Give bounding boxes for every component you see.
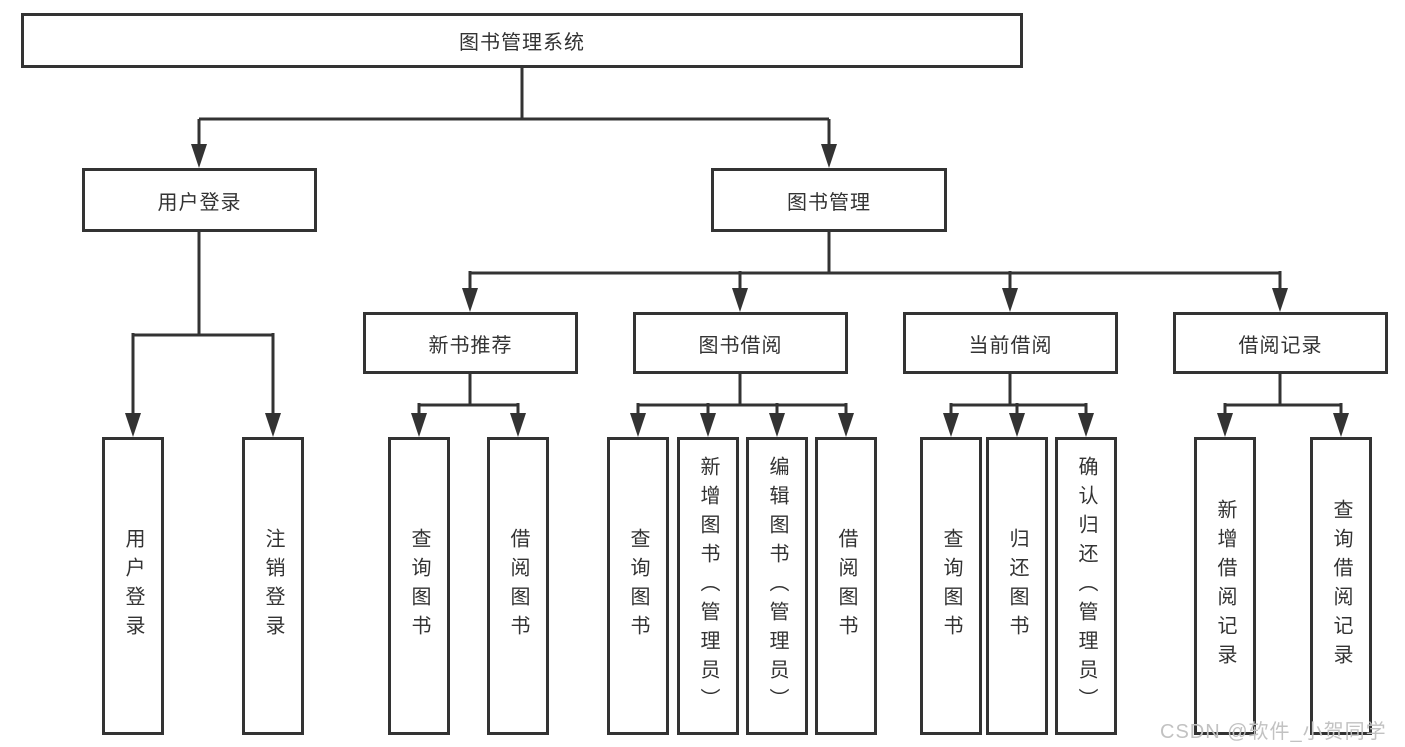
node-borrow-records: 借阅记录 [1173,312,1388,374]
node-current-borrow: 当前借阅 [903,312,1118,374]
leaf-user-login: 用户登录 [102,437,164,735]
leaf-query-books-borrow: 查询图书 [607,437,669,735]
node-root: 图书管理系统 [21,13,1023,68]
node-book-management: 图书管理 [711,168,947,232]
node-new-book-recommend: 新书推荐 [363,312,578,374]
leaf-confirm-return-admin: 确认归还（管理员） [1055,437,1117,735]
leaf-query-books-current: 查询图书 [920,437,982,735]
leaf-logout-login: 注销登录 [242,437,304,735]
leaf-query-books-newbook: 查询图书 [388,437,450,735]
csdn-watermark: CSDN @软件_小贺同学 [1160,721,1387,743]
leaf-return-books: 归还图书 [986,437,1048,735]
leaf-borrow-books: 借阅图书 [815,437,877,735]
leaf-add-books-admin: 新增图书（管理员） [677,437,739,735]
leaf-query-borrow-record: 查询借阅记录 [1310,437,1372,735]
leaf-borrow-books-newbook: 借阅图书 [487,437,549,735]
node-book-borrow: 图书借阅 [633,312,848,374]
leaf-add-borrow-record: 新增借阅记录 [1194,437,1256,735]
leaf-edit-books-admin: 编辑图书（管理员） [746,437,808,735]
node-user-login: 用户登录 [82,168,317,232]
